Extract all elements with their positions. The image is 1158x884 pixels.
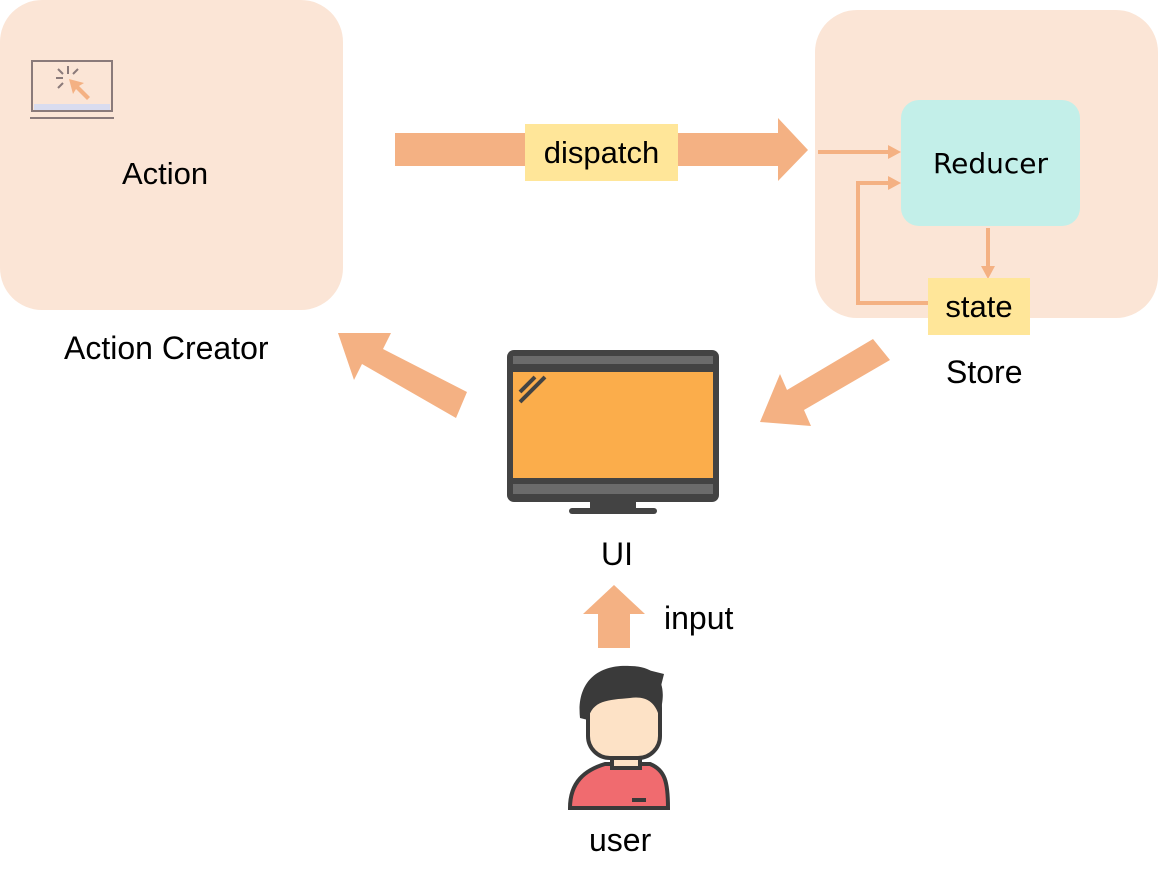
action-creator-box xyxy=(0,0,343,310)
ui-caption: UI xyxy=(601,536,633,572)
action-label: Action xyxy=(122,156,209,191)
dispatch-label: dispatch xyxy=(543,134,660,170)
input-arrow xyxy=(583,585,645,648)
state-label: state xyxy=(945,288,1013,324)
store-to-ui-arrow xyxy=(760,339,890,426)
ui-to-action-arrow xyxy=(338,333,467,418)
store-caption: Store xyxy=(946,354,1023,390)
reducer-label: Reducer xyxy=(932,146,1049,180)
reducer-box: Reducer xyxy=(901,100,1080,226)
state-tag: state xyxy=(928,278,1030,335)
input-label: input xyxy=(664,600,734,636)
user-caption: user xyxy=(589,822,652,858)
dispatch-tag: dispatch xyxy=(525,124,678,181)
action-creator-caption: Action Creator xyxy=(64,330,269,366)
